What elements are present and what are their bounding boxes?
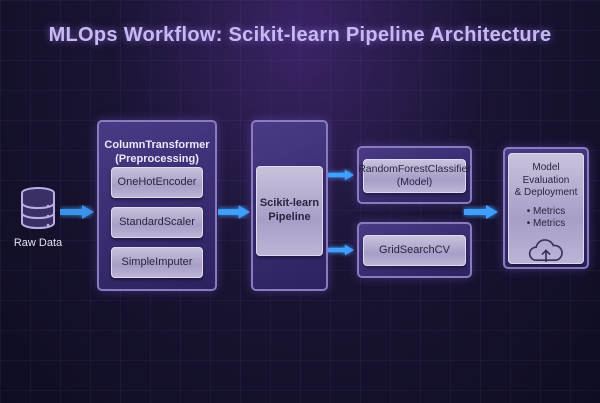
column-transformer-subtitle: (Preprocessing) (115, 153, 199, 166)
model-box: RandomForestClassifier(Model) (358, 159, 471, 193)
evaluation-box: Model Evaluation & Deployment • Metrics … (508, 153, 584, 264)
column-transformer-panel: ColumnTransformer (Preprocessing) OneHotE… (97, 120, 217, 291)
model-panel: RandomForestClassifier(Model) (357, 146, 472, 204)
step-simpleimputer: SimpleImputer (111, 247, 203, 278)
step-standardscaler: StandardScaler (111, 207, 203, 238)
evaluation-subtitle: & Deployment (514, 187, 578, 198)
gridsearch-box: GridSearchCV (363, 235, 466, 266)
metrics-bullet: • Metrics (526, 205, 566, 217)
cloud-upload-icon (528, 238, 563, 262)
metrics-bullet: • Metrics (526, 218, 566, 229)
pipeline-label-2: Pipeline (268, 211, 311, 223)
evaluation-panel: Model Evaluation & Deployment • Metrics … (503, 147, 589, 269)
database-icon (21, 187, 55, 230)
pipeline-label-1: Scikit-learn (259, 197, 320, 210)
arrow-icon (328, 244, 354, 256)
model-label: RandomForestClassifier (358, 162, 471, 175)
column-transformer-title: ColumnTransformer (104, 139, 210, 151)
arrow-icon (464, 205, 498, 219)
evaluation-title: Model Evaluation (522, 162, 570, 186)
model-sublabel: (Model) (396, 176, 433, 188)
page-title: MLOps Workflow: Scikit-learn Pipeline Ar… (48, 24, 552, 46)
raw-data-label: Raw Data (13, 237, 63, 249)
gridsearch-panel: GridSearchCV (357, 222, 472, 278)
arrow-icon (60, 205, 94, 219)
arrow-icon (218, 205, 250, 219)
arrow-icon (328, 169, 354, 181)
step-onehotencoder: OneHotEncoder (111, 167, 203, 198)
